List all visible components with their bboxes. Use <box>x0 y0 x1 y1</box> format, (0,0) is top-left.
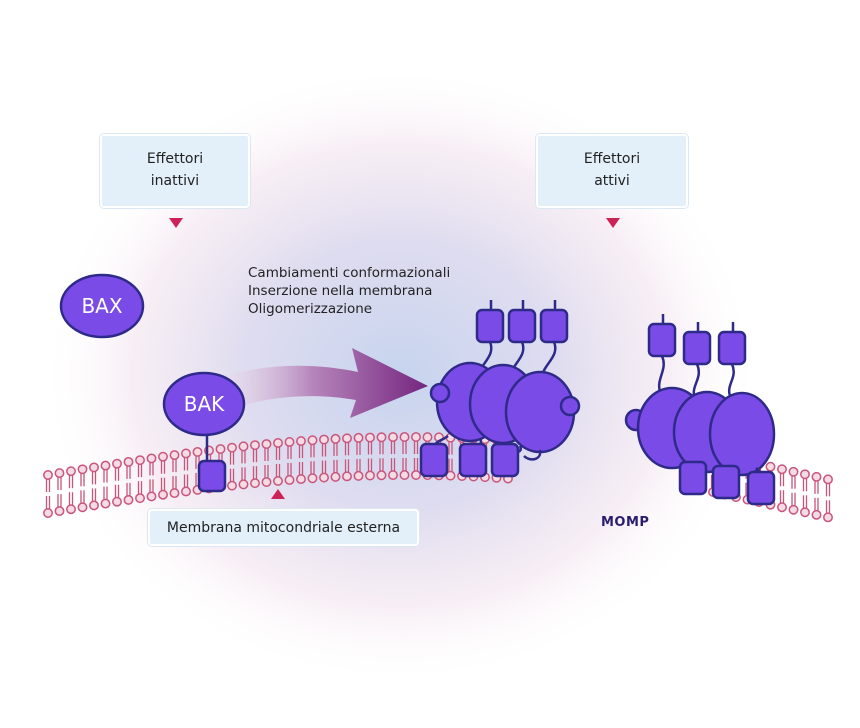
pointer-up-icon <box>271 489 285 499</box>
process-step-1: Cambiamenti conformazionali <box>248 265 451 281</box>
momp-label: MOMP <box>601 515 650 530</box>
outer-mitochondrial-membrane-left <box>43 432 513 518</box>
active-oligomer-membrane-inserted <box>419 300 581 478</box>
active-oligomer-pore <box>624 314 776 506</box>
callout-active-effectors: Effettori attivi <box>536 134 688 228</box>
bak-label: BAK <box>184 392 225 416</box>
process-step-2: Inserzione nella membrana <box>248 283 433 299</box>
callout-inactive-line2: inattivi <box>150 173 200 189</box>
pointer-down-icon <box>169 218 183 228</box>
callout-outer-membrane: Membrana mitocondriale esterna <box>148 489 419 546</box>
bak-transmembrane-domain <box>197 459 227 493</box>
bax-protein: BAX <box>59 273 145 339</box>
transition-arrow <box>218 348 428 418</box>
process-step-3: Oligomerizzazione <box>248 301 373 317</box>
bak-protein: BAK <box>162 371 246 493</box>
pointer-down-icon <box>606 218 620 228</box>
bax-label: BAX <box>81 294 122 318</box>
callout-inactive-line1: Effettori <box>146 151 204 167</box>
callout-membrane-label: Membrana mitocondriale esterna <box>166 520 401 536</box>
callout-inactive-effectors: Effettori inattivi <box>100 134 250 228</box>
callout-active-line1: Effettori <box>583 151 641 167</box>
callout-active-line2: attivi <box>594 173 630 189</box>
process-steps: Cambiamenti conformazionali Inserzione n… <box>248 264 450 318</box>
